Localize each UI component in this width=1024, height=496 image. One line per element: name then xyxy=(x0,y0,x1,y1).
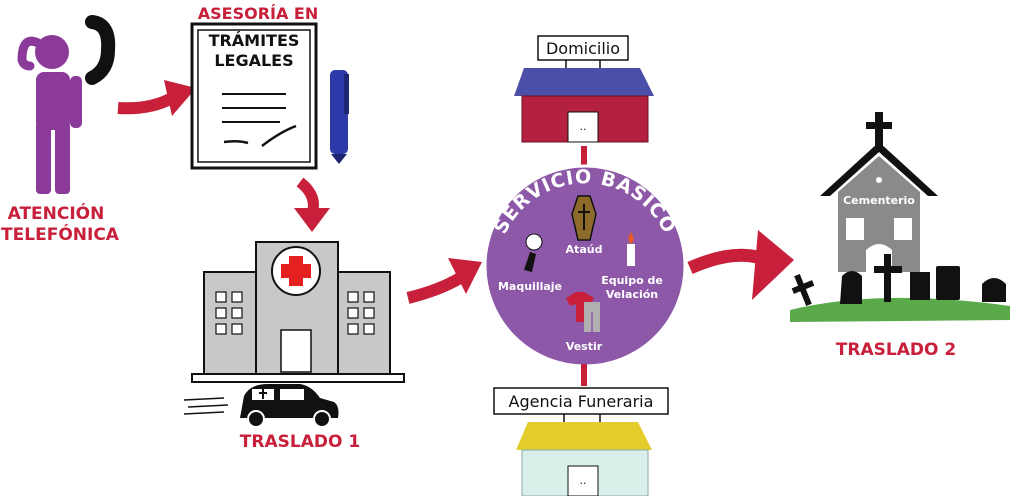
tombstones-icon xyxy=(790,254,1010,322)
arrow-to-cementerio xyxy=(687,230,794,300)
equipo-label-line1: Equipo de xyxy=(601,274,663,287)
arrow-to-servicio xyxy=(406,258,482,304)
domicilio-door-dots: .. xyxy=(580,120,587,133)
house-icon xyxy=(514,68,654,143)
cemetery-chapel-icon xyxy=(820,112,938,272)
maquillaje-label: Maquillaje xyxy=(498,280,562,293)
hospital-icon xyxy=(191,241,405,383)
agency-building-icon xyxy=(516,422,652,496)
hearse-icon xyxy=(183,384,339,428)
asesoria-label: ASESORÍA EN xyxy=(198,4,319,23)
person-phone-icon xyxy=(17,15,116,194)
equipo-label-line2: Velación xyxy=(606,288,658,301)
coffin-icon xyxy=(571,195,597,241)
makeup-icon xyxy=(524,233,543,272)
ataud-label: Ataúd xyxy=(566,243,603,256)
arrow-to-tramites xyxy=(117,80,196,116)
arrow-to-hospital xyxy=(294,177,330,232)
tramites-label-line1: TRÁMITES xyxy=(209,31,300,50)
tramites-label-line2: LEGALES xyxy=(214,51,293,70)
domicilio-connector xyxy=(581,146,587,170)
agencia-connector xyxy=(581,364,587,386)
cementerio-label: Cementerio xyxy=(843,194,915,207)
atencion-label-line2: TELEFÓNICA xyxy=(1,223,120,245)
agencia-door-dots: .. xyxy=(580,474,587,487)
domicilio-label: Domicilio xyxy=(546,39,620,58)
agencia-sign xyxy=(493,387,669,415)
traslado1-label: TRASLADO 1 xyxy=(240,432,360,452)
vestir-label: Vestir xyxy=(566,340,603,353)
candle-icon xyxy=(627,232,635,266)
traslado2-label: TRASLADO 2 xyxy=(836,340,956,360)
atencion-label-line1: ATENCIÓN xyxy=(8,202,105,224)
domicilio-sign xyxy=(537,35,629,61)
pen-icon xyxy=(330,70,349,164)
legal-document-icon xyxy=(190,22,318,170)
agencia-label: Agencia Funeraria xyxy=(509,392,654,411)
clothing-icon xyxy=(566,292,600,332)
